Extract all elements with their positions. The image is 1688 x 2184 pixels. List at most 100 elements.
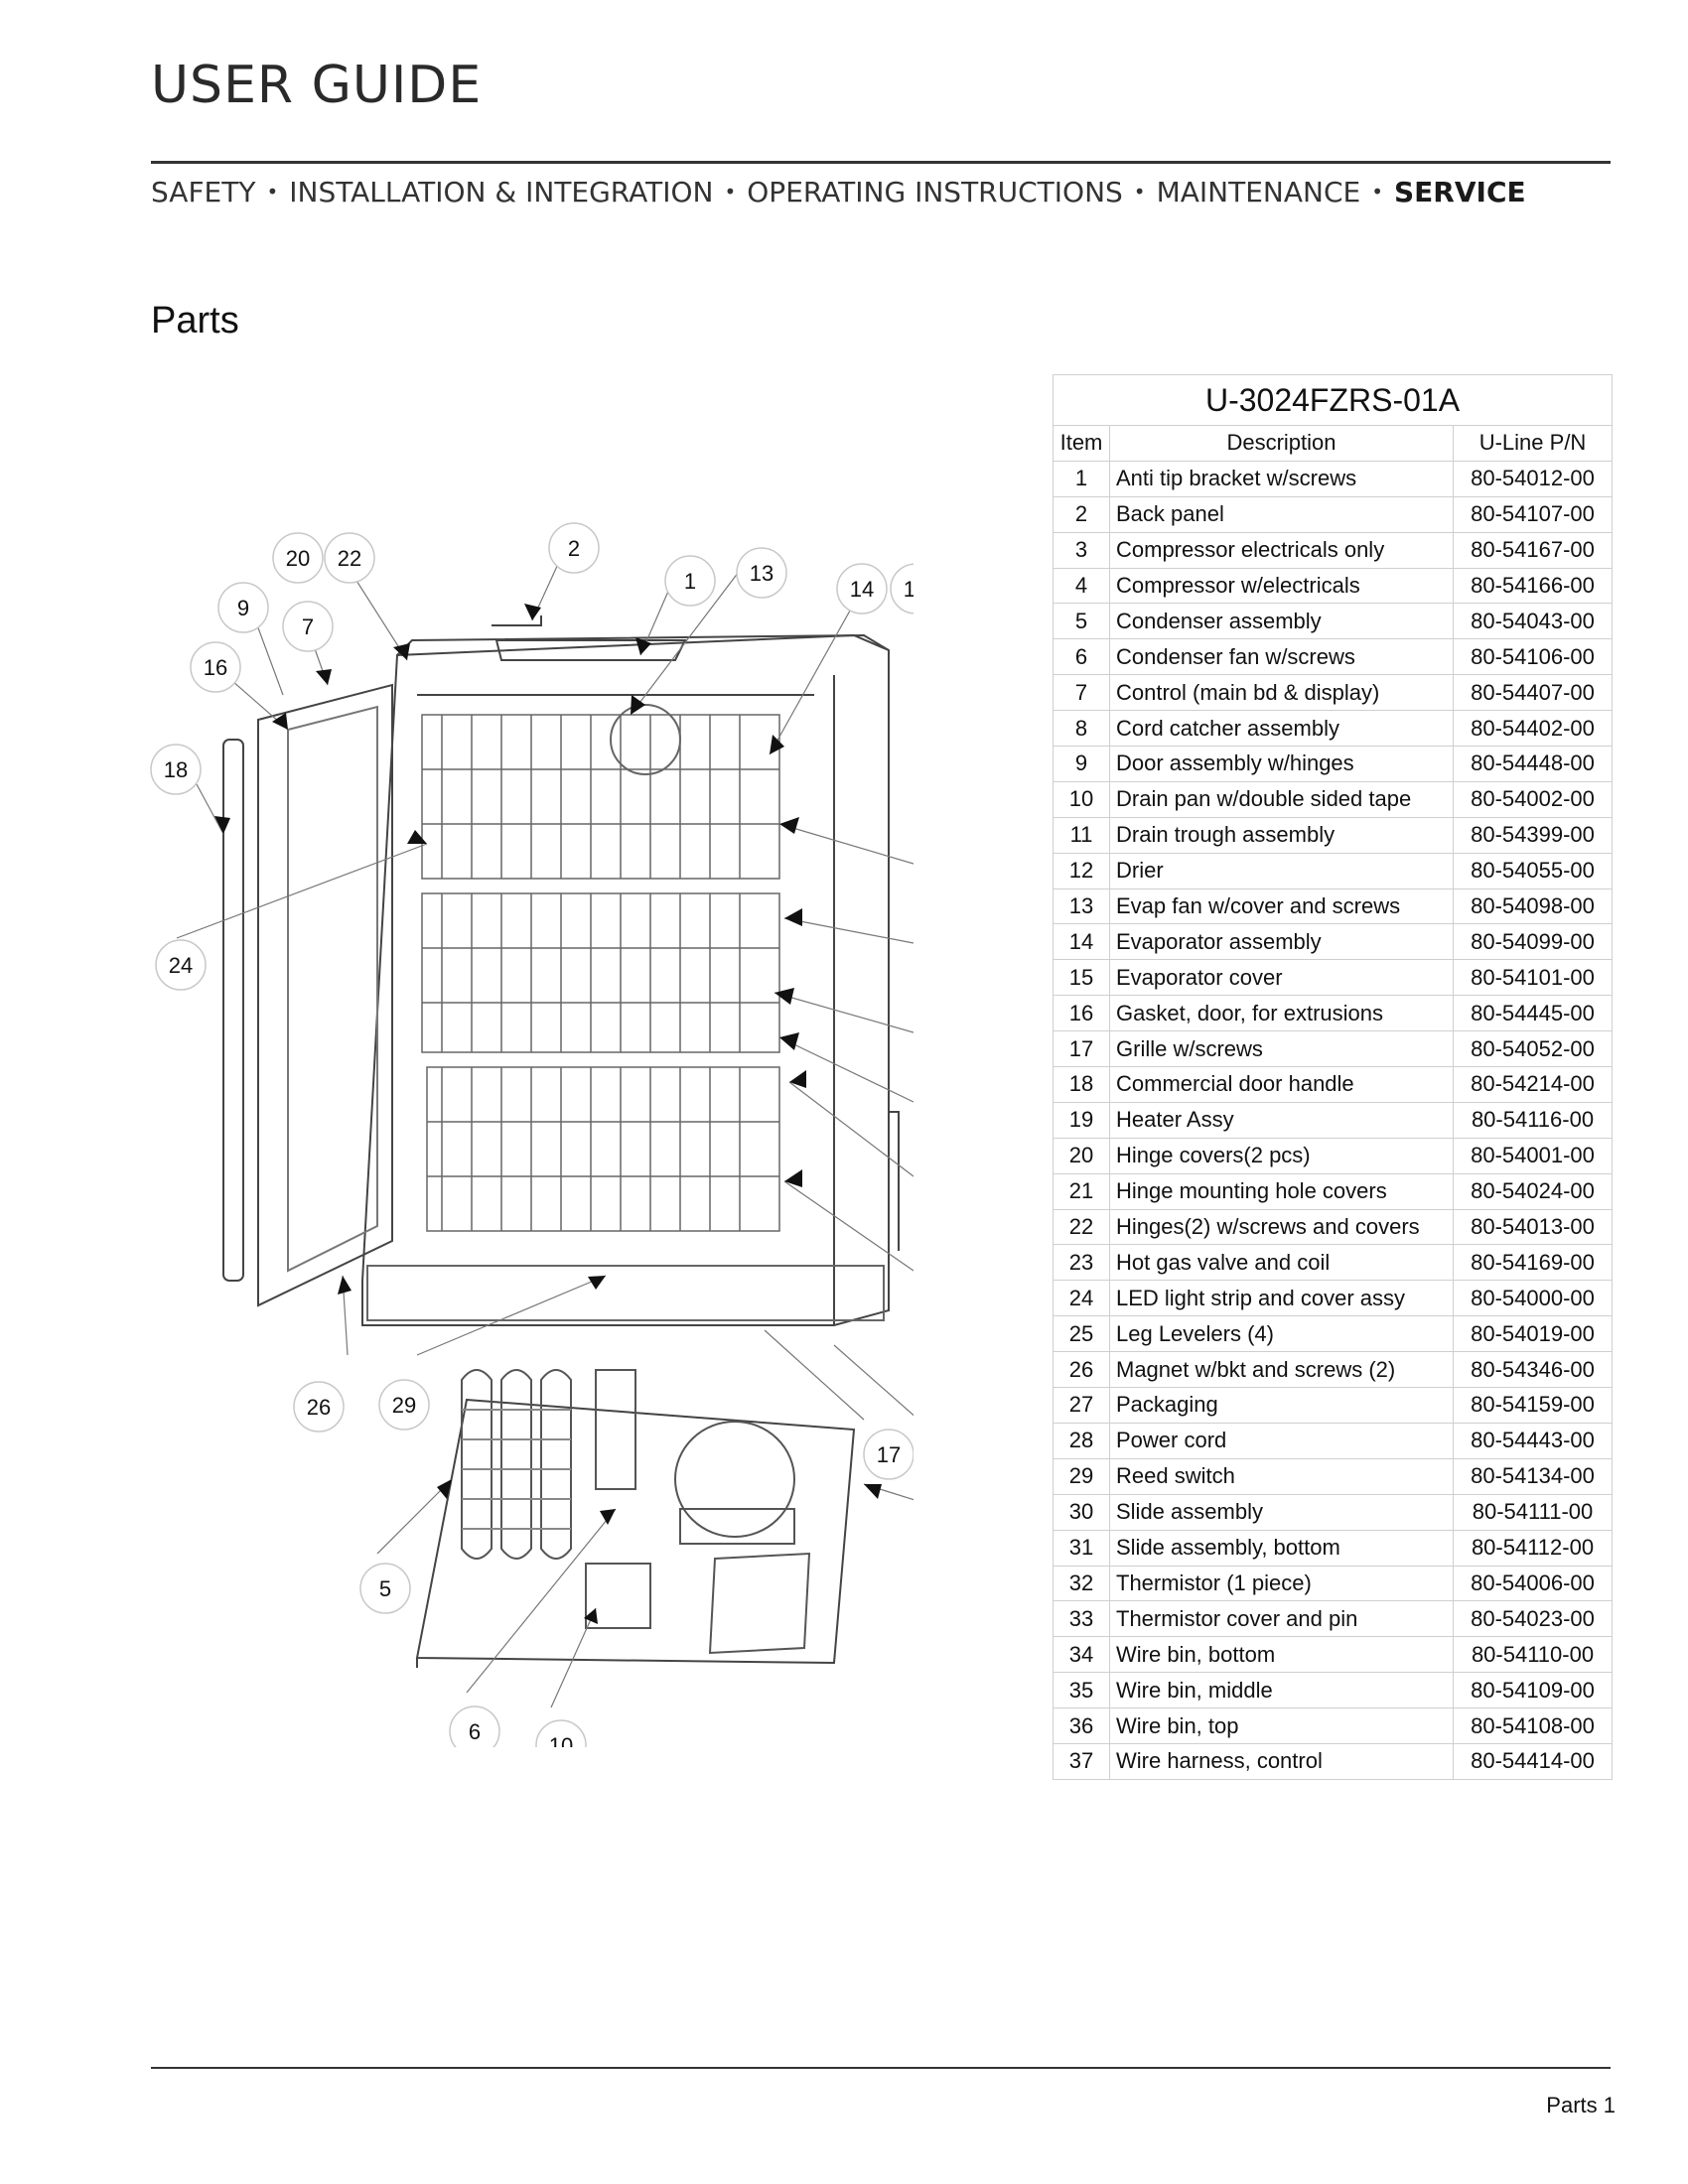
description-cell: Packaging <box>1109 1387 1454 1424</box>
callout-number: 29 <box>392 1393 416 1418</box>
description-cell: Door assembly w/hinges <box>1109 746 1454 782</box>
callout-circle <box>863 1429 914 1480</box>
callout-17: 17 <box>863 1429 914 1480</box>
part-number-cell: 80-54013-00 <box>1452 1208 1614 1246</box>
nav-service[interactable]: SERVICE <box>1394 175 1526 208</box>
callout-number: 20 <box>286 546 310 571</box>
column-header-description: Description <box>1109 425 1454 462</box>
item-cell: 16 <box>1053 995 1110 1032</box>
part-number-cell: 80-54134-00 <box>1452 1457 1614 1495</box>
callout-22: 22 <box>324 532 375 584</box>
wire-bins <box>421 714 780 1232</box>
callout-number: 18 <box>164 757 188 782</box>
description-cell: Gasket, door, for extrusions <box>1109 995 1454 1032</box>
part-number-cell: 80-54112-00 <box>1452 1529 1614 1567</box>
part-number-cell: 80-54000-00 <box>1452 1280 1614 1317</box>
description-cell: Wire bin, top <box>1109 1707 1454 1744</box>
description-cell: LED light strip and cover assy <box>1109 1280 1454 1317</box>
item-cell: 37 <box>1053 1742 1110 1780</box>
item-cell: 5 <box>1053 603 1110 640</box>
callout-24: 24 <box>155 939 207 991</box>
item-cell: 15 <box>1053 959 1110 997</box>
item-cell: 10 <box>1053 780 1110 818</box>
part-number-cell: 80-54116-00 <box>1452 1101 1614 1139</box>
callout-number: 6 <box>469 1719 481 1744</box>
description-cell: Hinge mounting hole covers <box>1109 1172 1454 1210</box>
part-number-cell: 80-54023-00 <box>1452 1600 1614 1638</box>
model-number: U-3024FZRS-01A <box>1052 374 1614 426</box>
part-number-cell: 80-54448-00 <box>1452 746 1614 782</box>
description-cell: Hinges(2) w/screws and covers <box>1109 1208 1454 1246</box>
description-cell: Power cord <box>1109 1422 1454 1459</box>
item-cell: 2 <box>1053 495 1110 533</box>
callout-circle <box>664 555 716 607</box>
guide-title: USER GUIDE <box>151 56 483 115</box>
callout-number: 7 <box>302 614 314 639</box>
item-cell: 1 <box>1053 460 1110 497</box>
nav-separator: • <box>266 180 279 204</box>
callout-7: 7 <box>282 601 334 652</box>
item-cell: 22 <box>1053 1208 1110 1246</box>
item-cell: 19 <box>1053 1101 1110 1139</box>
nav-safety[interactable]: SAFETY <box>151 175 256 208</box>
item-cell: 33 <box>1053 1600 1110 1638</box>
description-cell: Slide assembly, bottom <box>1109 1529 1454 1567</box>
callout-number: 1 <box>684 569 696 594</box>
item-cell: 29 <box>1053 1457 1110 1495</box>
description-cell: Anti tip bracket w/screws <box>1109 460 1454 497</box>
machine-compartment-drawing <box>415 1369 856 1668</box>
item-cell: 31 <box>1053 1529 1110 1567</box>
item-cell: 23 <box>1053 1244 1110 1282</box>
part-number-cell: 80-54019-00 <box>1452 1315 1614 1353</box>
callout-10: 10 <box>535 1719 587 1747</box>
part-number-cell: 80-54169-00 <box>1452 1244 1614 1282</box>
description-cell: Drier <box>1109 852 1454 889</box>
item-cell: 20 <box>1053 1137 1110 1174</box>
description-cell: Wire bin, bottom <box>1109 1636 1454 1674</box>
description-cell: Compressor electricals only <box>1109 531 1454 569</box>
callout-circle <box>535 1719 587 1747</box>
nav-separator: • <box>724 180 737 204</box>
description-cell: Back panel <box>1109 495 1454 533</box>
callout-circle <box>548 522 600 574</box>
callout-circle <box>890 563 914 614</box>
part-number-cell: 80-54099-00 <box>1452 923 1614 961</box>
description-cell: Thermistor (1 piece) <box>1109 1565 1454 1602</box>
description-cell: Thermistor cover and pin <box>1109 1600 1454 1638</box>
nav-operating-instructions[interactable]: OPERATING INSTRUCTIONS <box>747 175 1123 208</box>
item-cell: 28 <box>1053 1422 1110 1459</box>
nav-installation[interactable]: INSTALLATION & INTEGRATION <box>289 175 714 208</box>
part-number-cell: 80-54159-00 <box>1452 1387 1614 1424</box>
callout-circle <box>736 547 787 599</box>
callout-number: 9 <box>237 596 249 620</box>
part-number-cell: 80-54399-00 <box>1452 816 1614 854</box>
item-cell: 30 <box>1053 1493 1110 1531</box>
part-number-cell: 80-54098-00 <box>1452 887 1614 925</box>
part-number-cell: 80-54107-00 <box>1452 495 1614 533</box>
callout-29: 29 <box>378 1379 430 1431</box>
callout-16: 16 <box>190 641 241 693</box>
header-rule <box>151 161 1611 164</box>
part-number-cell: 80-54012-00 <box>1452 460 1614 497</box>
nav-maintenance[interactable]: MAINTENANCE <box>1156 175 1361 208</box>
callout-number: 2 <box>568 536 580 561</box>
callout-circle <box>150 744 202 795</box>
callout-number: 22 <box>338 546 361 571</box>
column-header-part-number: U-Line P/N <box>1452 425 1614 462</box>
callout-number: 26 <box>307 1395 331 1420</box>
callout-9: 9 <box>217 582 269 633</box>
